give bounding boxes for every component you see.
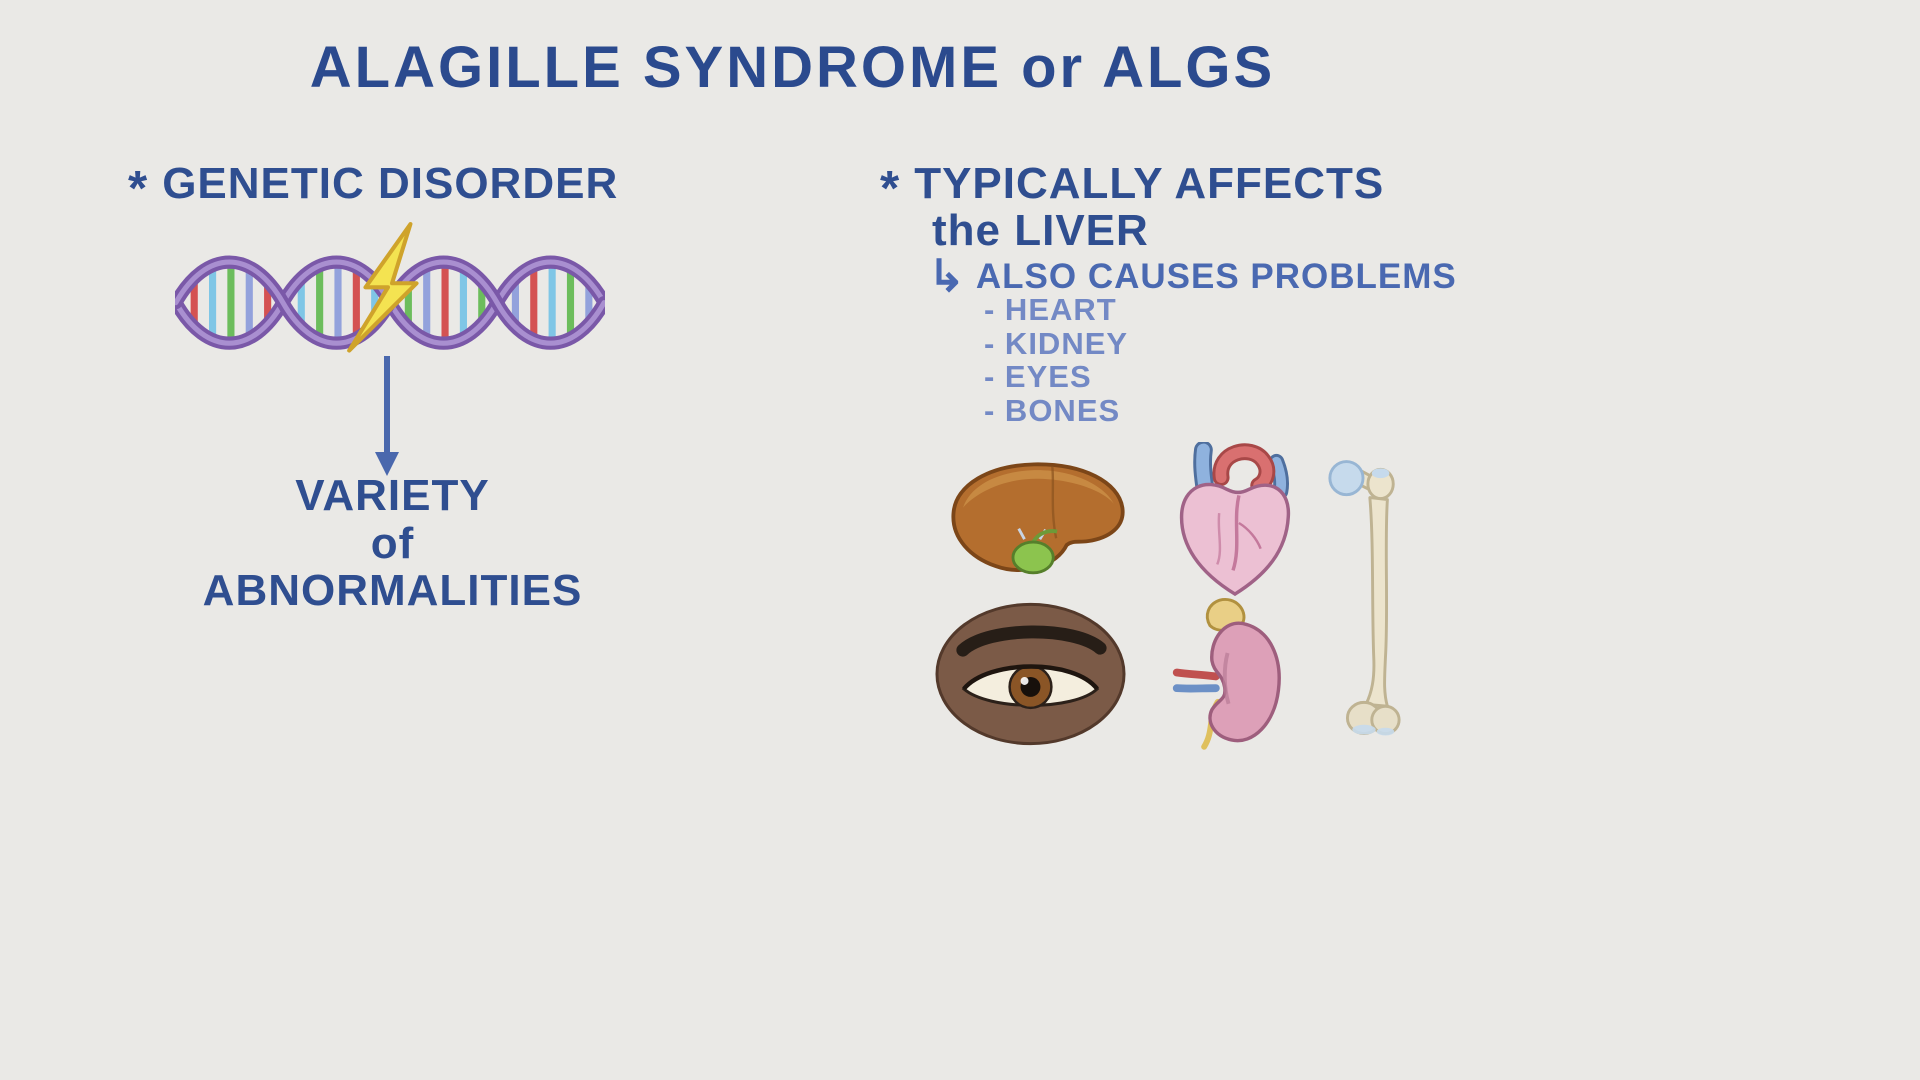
gallbladder-icon [1011, 540, 1055, 575]
right-heading: * TYPICALLY AFFECTS the LIVER [880, 156, 1384, 254]
heart-icon [1160, 442, 1308, 604]
left-heading-label: GENETIC DISORDER [162, 159, 619, 208]
subheading: ALSO CAUSES PROBLEMS [975, 257, 1457, 296]
eyebrow-icon [956, 625, 1107, 657]
femur-bone-icon [1325, 450, 1403, 748]
right-heading-line1: TYPICALLY AFFECTS [914, 159, 1385, 208]
list-item-heart: - HEART [984, 292, 1117, 327]
right-heading-line2: the LIVER [932, 205, 1149, 255]
subheading-row: ↳ALSO CAUSES PROBLEMS [928, 248, 1457, 301]
branch-arrow-icon: ↳ [928, 252, 966, 301]
asterisk-icon: * [128, 160, 149, 216]
down-arrow-icon [372, 356, 402, 478]
variety-line2: of ABNORMALITIES [202, 518, 583, 616]
left-heading: * GENETIC DISORDER [128, 156, 619, 214]
liver-icon [940, 450, 1132, 592]
page-title: ALAGILLE SYNDROME or ALGS [309, 35, 1276, 100]
variety-note: VARIETY of ABNORMALITIES [180, 472, 605, 615]
asterisk-icon: * [880, 160, 901, 216]
variety-line1: VARIETY [295, 471, 490, 520]
organ-list: - HEART - KIDNEY - EYES - BONES [984, 293, 1128, 427]
list-item-bones: - BONES [984, 392, 1121, 428]
dna-helix-icon [175, 218, 605, 373]
lightning-bolt-icon [347, 222, 419, 353]
kidney-icon [1165, 592, 1297, 754]
list-item-eyes: - EYES [984, 359, 1092, 394]
list-item-kidney: - KIDNEY [984, 325, 1129, 361]
eye-icon [933, 600, 1128, 748]
